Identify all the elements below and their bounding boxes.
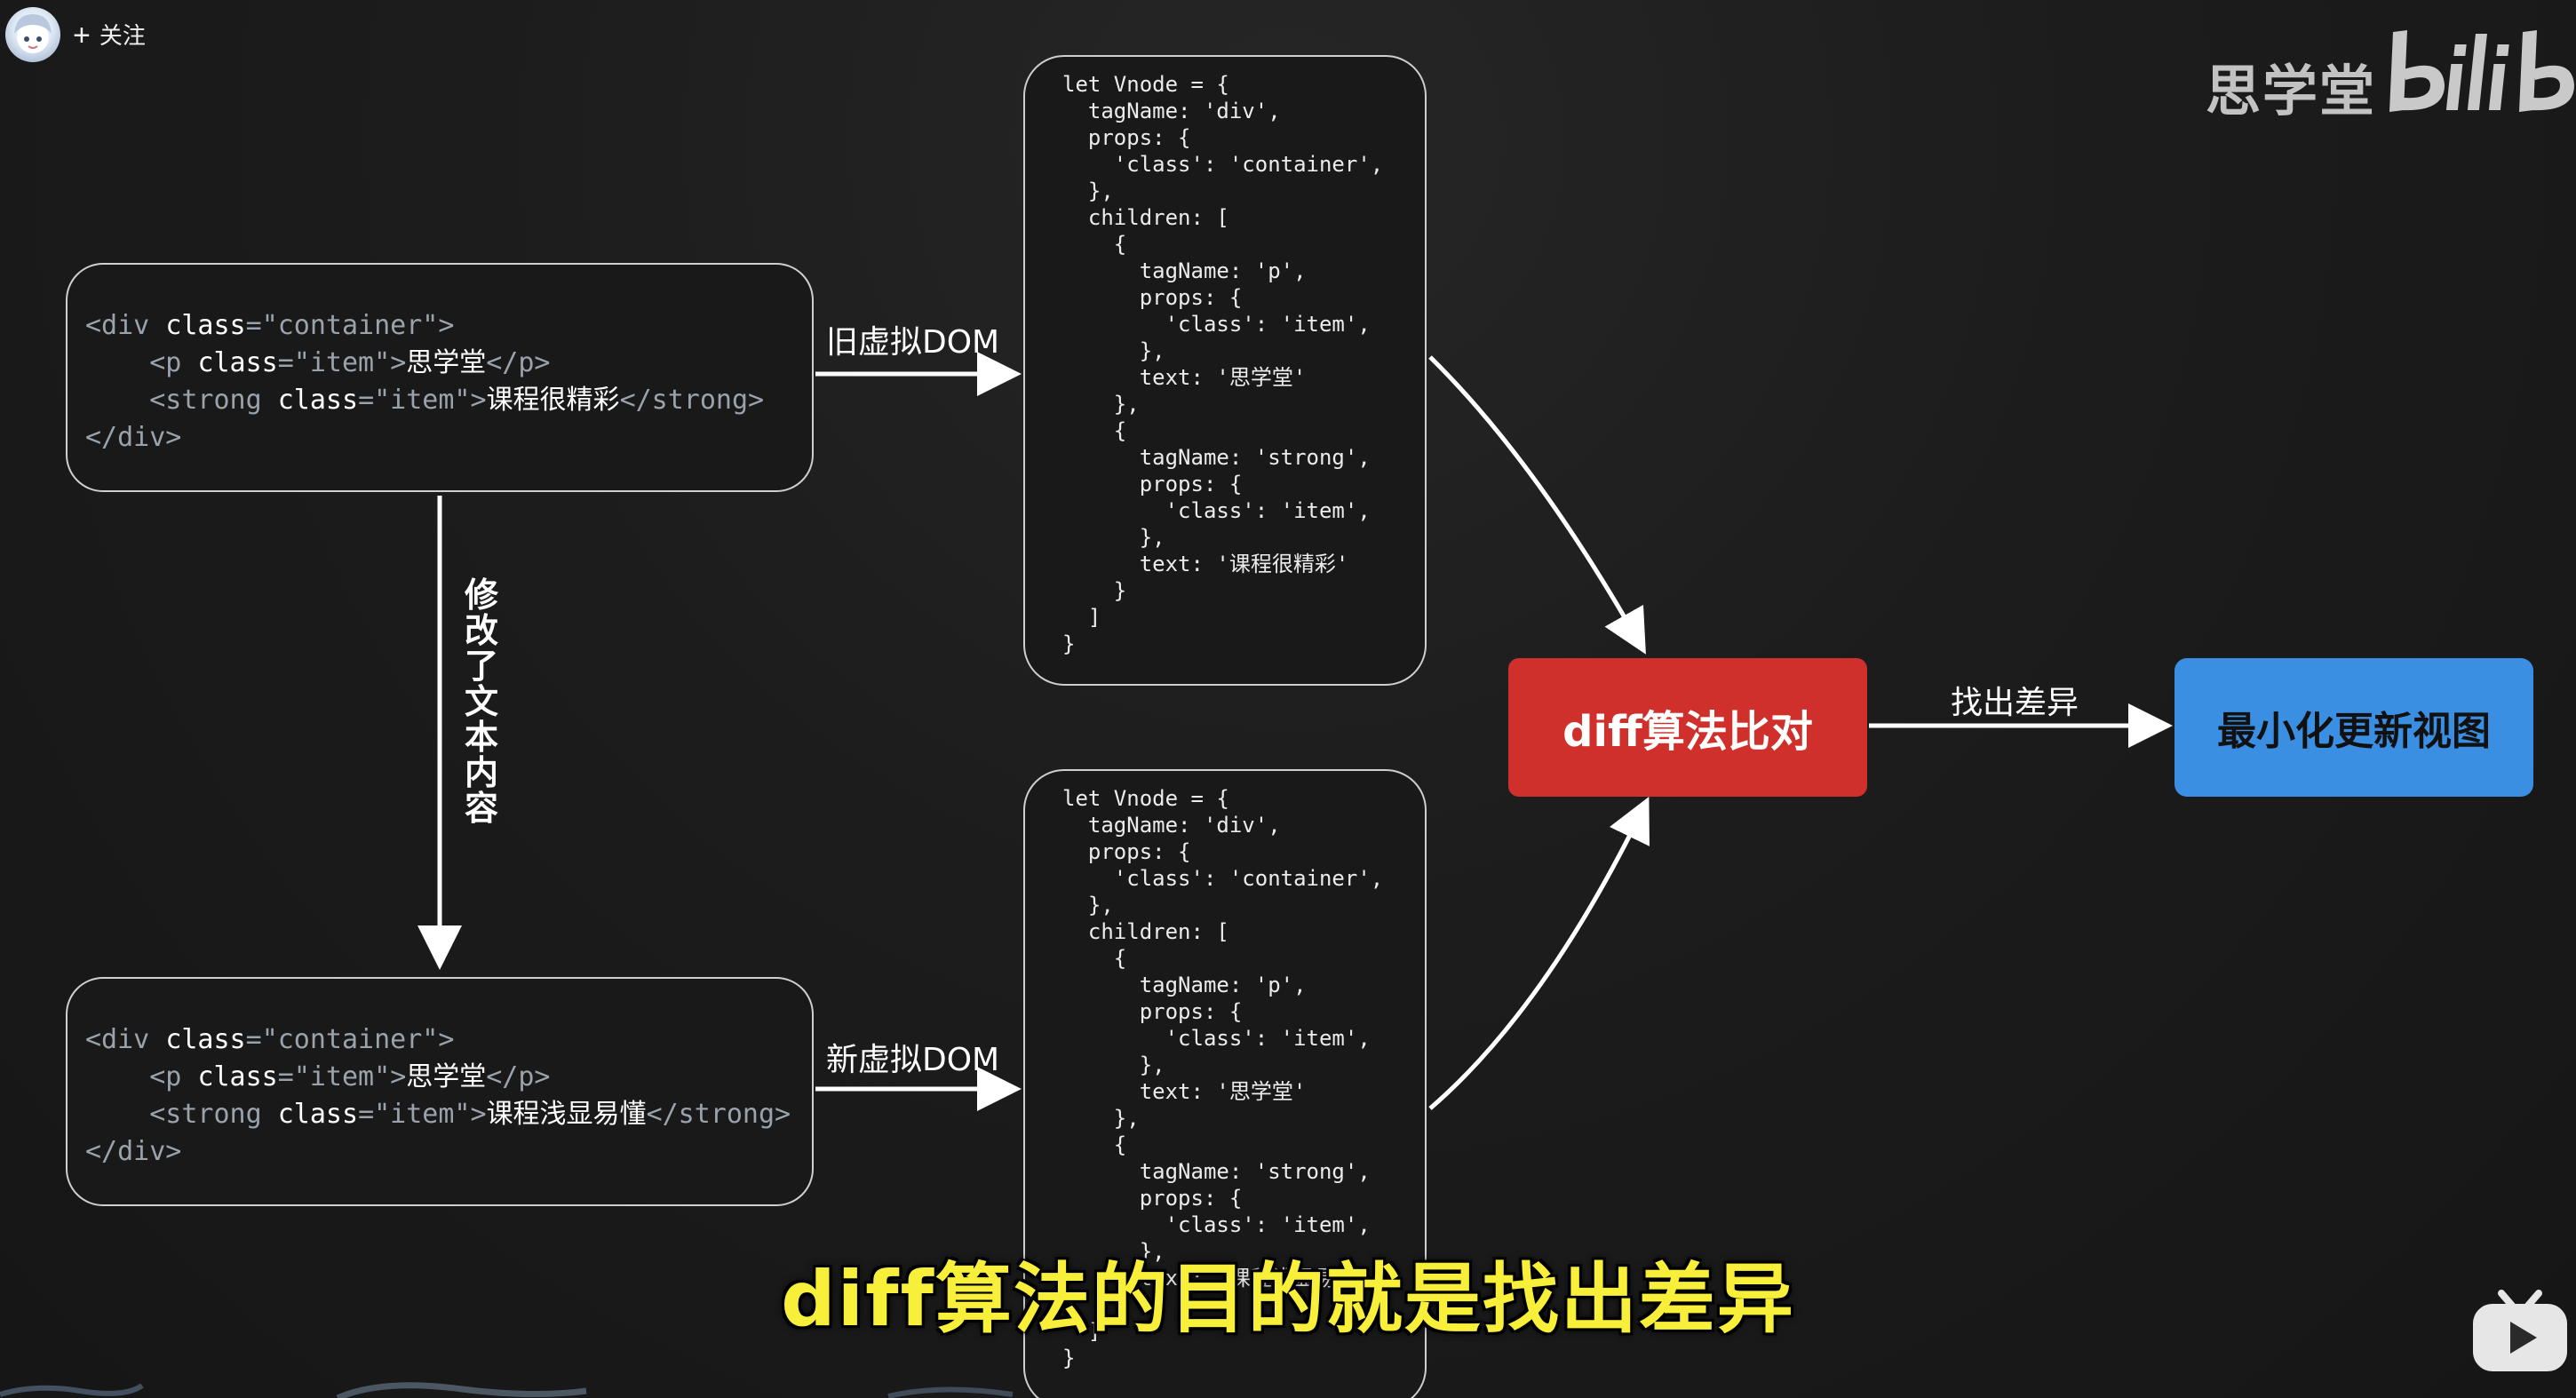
new_html-close: > xyxy=(470,1099,487,1130)
old-html-box: <div class="container"> <p class="item">… xyxy=(66,263,814,492)
new_html-end: </p> xyxy=(486,1061,551,1092)
curve-old-to-diff xyxy=(1428,355,1646,655)
old_html-open: </div> xyxy=(85,422,182,453)
old_html-end: </p> xyxy=(486,347,551,378)
old_html-eq: = xyxy=(245,310,262,341)
new_html-attr: class xyxy=(197,1061,278,1092)
old_html-val: "item" xyxy=(293,347,391,378)
user-avatar[interactable] xyxy=(5,7,60,62)
old_html-eq: = xyxy=(358,385,375,416)
old_html-attr: class xyxy=(277,385,359,416)
new_html-text: 思学堂 xyxy=(406,1061,487,1092)
old_html-open: <strong xyxy=(85,385,278,416)
bilibili-logo xyxy=(2389,30,2574,112)
old_html-end: </strong> xyxy=(619,385,765,416)
old_html-text: 思学堂 xyxy=(406,347,487,378)
old_html-attr: class xyxy=(197,347,278,378)
old-dom-label: 旧虚拟DOM xyxy=(826,324,1000,361)
follow-label: 关注 xyxy=(99,22,146,49)
plus-icon: + xyxy=(73,19,91,52)
new_html-val: "item" xyxy=(374,1099,471,1130)
new_html-eq: = xyxy=(358,1099,375,1130)
old_html-val: "container" xyxy=(261,310,439,341)
old_html-line: </div> xyxy=(85,419,764,457)
old-html-code: <div class="container"> <p class="item">… xyxy=(85,307,764,457)
bottom-decoration xyxy=(0,1382,1014,1398)
diff-algorithm-box: diff算法比对 xyxy=(1508,658,1867,797)
curve-new-to-diff xyxy=(1428,797,1650,1110)
avatar-character-icon xyxy=(14,14,52,53)
new_html-eq: = xyxy=(277,1061,294,1092)
new_html-line: <strong class="item">课程浅显易懂</strong> xyxy=(85,1096,791,1133)
old_html-val: "item" xyxy=(374,385,471,416)
channel-watermark: 思学堂 xyxy=(2205,61,2376,123)
new_html-val: "container" xyxy=(261,1024,439,1055)
old-vnode-code: let Vnode = { tagName: 'div', props: { '… xyxy=(1062,72,1384,656)
new_html-open: <p xyxy=(85,1061,198,1092)
find-diff-label: 找出差异 xyxy=(1951,685,2079,721)
new_html-open: <div xyxy=(85,1024,166,1055)
old_html-close: > xyxy=(438,310,455,341)
new-html-box: <div class="container"> <p class="item">… xyxy=(66,977,814,1206)
minimal-update-box: 最小化更新视图 xyxy=(2174,658,2533,797)
old_html-line: <div class="container"> xyxy=(85,307,764,345)
video-subtitle: diff算法的目的就是找出差异 xyxy=(781,1255,1795,1344)
old_html-line: <p class="item">思学堂</p> xyxy=(85,345,764,382)
new_html-val: "item" xyxy=(293,1061,391,1092)
follow-button[interactable]: + 关注 xyxy=(73,18,146,53)
new_html-end: </strong> xyxy=(646,1099,791,1130)
bilibili-tv-icon[interactable] xyxy=(2468,1279,2572,1377)
new-dom-label: 新虚拟DOM xyxy=(826,1042,1000,1078)
new_html-open: <strong xyxy=(85,1099,278,1130)
new_html-eq: = xyxy=(245,1024,262,1055)
new-vnode-box: let Vnode = { tagName: 'div', props: { '… xyxy=(1023,769,1427,1398)
new-html-code: <div class="container"> <p class="item">… xyxy=(85,1021,791,1171)
new_html-attr: class xyxy=(277,1099,359,1130)
old_html-close: > xyxy=(390,347,407,378)
new_html-line: <div class="container"> xyxy=(85,1021,791,1059)
old_html-text: 课程很精彩 xyxy=(486,385,620,416)
old_html-attr: class xyxy=(165,310,246,341)
old_html-eq: = xyxy=(277,347,294,378)
new_html-open: </div> xyxy=(85,1136,182,1167)
new_html-close: > xyxy=(390,1061,407,1092)
old_html-close: > xyxy=(470,385,487,416)
new-vnode-code: let Vnode = { tagName: 'div', props: { '… xyxy=(1062,786,1384,1370)
old-vnode-box: let Vnode = { tagName: 'div', props: { '… xyxy=(1023,55,1427,686)
old_html-line: <strong class="item">课程很精彩</strong> xyxy=(85,382,764,419)
new_html-attr: class xyxy=(165,1024,246,1055)
old_html-open: <p xyxy=(85,347,198,378)
new_html-line: </div> xyxy=(85,1133,791,1171)
new_html-close: > xyxy=(438,1024,455,1055)
new_html-line: <p class="item">思学堂</p> xyxy=(85,1059,791,1096)
old_html-open: <div xyxy=(85,310,166,341)
modify-label: 修改了文本内容 xyxy=(464,576,498,828)
new_html-text: 课程浅显易懂 xyxy=(486,1099,647,1130)
